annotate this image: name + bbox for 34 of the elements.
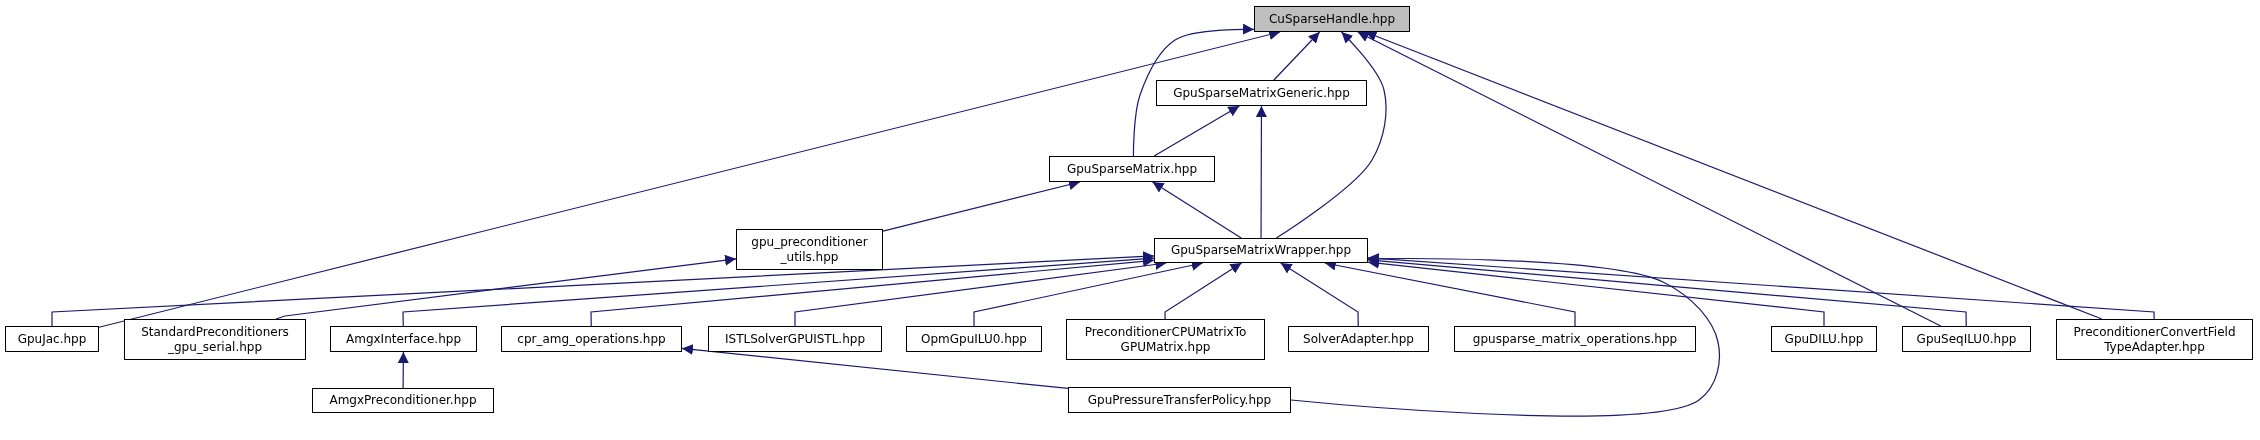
arrow (1164, 262, 1243, 320)
arrow (397, 351, 409, 389)
file-box: AmgxInterface.hpp (330, 326, 477, 352)
arrow (681, 344, 1069, 390)
file-box: SolverAdapter.hpp (1288, 326, 1429, 352)
file-box: GpuPressureTransferPolicy.hpp (1068, 387, 1291, 413)
file-box: ISTLSolverGPUISTL.hpp (708, 326, 882, 352)
arrow (1273, 31, 1321, 81)
file-box: gpu_preconditioner _utils.hpp (736, 229, 883, 270)
file-box: GpuSparseMatrixWrapper.hpp (1154, 238, 1368, 263)
file-box: gpusparse_matrix_operations.hpp (1454, 326, 1696, 352)
file-box: GpuSparseMatrix.hpp (1049, 156, 1215, 182)
arrow (1275, 31, 1387, 239)
file-box: PreconditionerCPUMatrixTo GPUMatrix.hpp (1066, 319, 1265, 360)
arrow (1152, 181, 1242, 239)
arrow (1255, 105, 1267, 239)
file-box: CuSparseHandle.hpp (1254, 6, 1410, 32)
file-box: GpuSparseMatrixGeneric.hpp (1156, 80, 1367, 106)
file-box: AmgxPreconditioner.hpp (312, 388, 494, 413)
file-box: StandardPreconditioners _gpu_serial.hpp (124, 319, 306, 360)
file-box: GpuJac.hpp (5, 326, 99, 352)
arrow (1153, 105, 1240, 157)
file-box: GpuDILU.hpp (1771, 326, 1877, 352)
arrow (1280, 262, 1359, 327)
file-box: PreconditionerConvertField TypeAdapter.hpp (2056, 319, 2253, 360)
arrow (1290, 253, 1720, 417)
arrow (51, 251, 1155, 327)
arrow (1357, 31, 1942, 327)
arrow (1367, 253, 2155, 320)
arrow (275, 254, 737, 320)
file-box: cpr_amg_operations.hpp (501, 326, 682, 352)
file-box: GpuSeqILU0.hpp (1902, 326, 2031, 352)
arrow (1132, 23, 1255, 157)
file-box: OpmGpuILU0.hpp (906, 326, 1042, 352)
